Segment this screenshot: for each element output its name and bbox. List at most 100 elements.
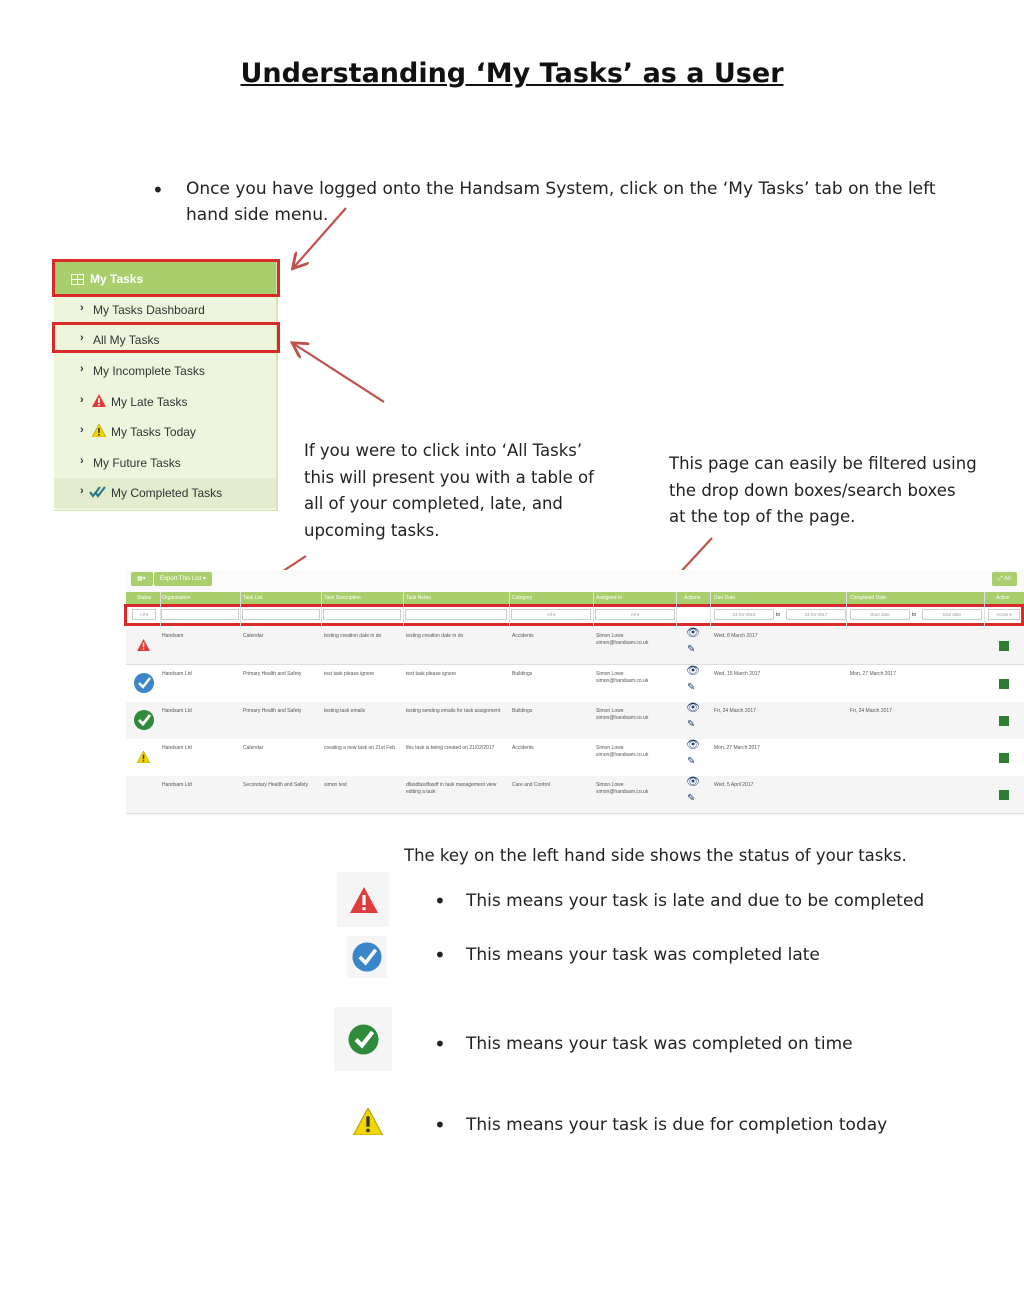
edit-pencil-icon[interactable]: ✎ [687, 644, 696, 655]
edit-pencil-icon[interactable]: ✎ [687, 719, 696, 730]
category-cell: Accidents [512, 745, 534, 751]
bullet-dot: • [434, 943, 446, 967]
edit-pencil-icon[interactable]: ✎ [687, 682, 696, 693]
list-cell: Primary Health and Safety [243, 708, 302, 714]
bullet-dot: • [434, 889, 446, 913]
export-list-button[interactable]: Export This List ▾ [154, 572, 212, 586]
filter-value: All [139, 612, 145, 617]
date-range-to-label: to [776, 612, 781, 618]
chevron-right-icon: › [80, 394, 84, 406]
active-indicator[interactable] [999, 716, 1009, 726]
note-line: upcoming tasks. [304, 520, 440, 540]
sidebar-item-my-incomplete-tasks[interactable]: › My Incomplete Tasks [54, 356, 276, 386]
sidebar-item-all-my-tasks[interactable]: › All My Tasks [54, 325, 276, 355]
desc-cell: simon test [324, 782, 347, 788]
desc-cell: test task please ignore [324, 671, 375, 677]
warning-red-icon [92, 394, 106, 407]
edit-pencil-icon[interactable]: ✎ [687, 793, 696, 804]
table-row[interactable]: Handsam Ltd Calendar creating a new task… [126, 739, 1024, 777]
task-notes-filter-input[interactable] [405, 609, 507, 620]
sidebar-item-my-tasks-today[interactable]: › My Tasks Today [54, 417, 276, 447]
filter-value: Active [996, 612, 1009, 617]
org-cell: Handsam Ltd [162, 782, 192, 788]
sidebar-menu [54, 260, 278, 511]
note-all-tasks: If you were to click into ‘All Tasks’ th… [304, 438, 604, 544]
due-date-to-input[interactable]: 31-03-2017 [786, 609, 846, 620]
highlight-all-my-tasks [52, 322, 280, 353]
sidebar-item-my-future-tasks[interactable]: › My Future Tasks [54, 448, 276, 478]
column-header: Task Notes [406, 595, 431, 601]
desc-cell: testing creation date in do [324, 633, 382, 639]
intro-bullet-line1: Once you have logged onto the Handsam Sy… [186, 179, 936, 199]
bullet-dot: • [434, 1032, 446, 1056]
blue-check-icon [134, 673, 154, 693]
table-icon [71, 274, 84, 285]
category-filter-select[interactable]: All ▾ [511, 609, 591, 620]
key-icon-box [334, 1007, 392, 1071]
table-row[interactable]: Handsam Ltd Primary Health and Safety te… [126, 665, 1024, 703]
assigned-filter-select[interactable]: All ▾ [595, 609, 675, 620]
column-header: Assigned to [596, 595, 623, 601]
expand-all-button[interactable]: ⤢ All [992, 572, 1017, 586]
assigned-cell: Simon Lowe [596, 671, 624, 677]
email-cell: simon@handsam.co.uk [596, 752, 649, 758]
sidebar-item-my-completed-tasks[interactable]: › My Completed Tasks [54, 478, 276, 508]
key-text-late: This means your task is late and due to … [466, 891, 925, 911]
view-menu-button[interactable]: ▦▾ [131, 572, 153, 586]
notes-cell: test task please ignore [406, 671, 457, 677]
assigned-cell: Simon Lowe [596, 782, 624, 788]
list-cell: Calendar [243, 745, 264, 751]
completed-date-to-input[interactable]: End date [922, 609, 982, 620]
active-filter-select[interactable]: Active ▾ [988, 609, 1020, 620]
view-eye-icon[interactable]: 👁 [686, 702, 700, 714]
category-cell: Buildings [512, 671, 533, 677]
export-list-label: Export This List [160, 576, 202, 582]
sidebar-item-label: All My Tasks [93, 333, 160, 347]
table-row[interactable]: Handsam Ltd Primary Health and Safety te… [126, 702, 1024, 740]
task-list-filter-input[interactable] [242, 609, 320, 620]
view-eye-icon[interactable]: 👁 [686, 739, 700, 751]
table-row[interactable]: Handsam Ltd Secondary Health and Safety … [126, 776, 1024, 814]
chevron-right-icon: › [80, 302, 84, 314]
column-header: Completed Date [850, 595, 887, 601]
task-description-filter-input[interactable] [323, 609, 401, 620]
note-line: This page can easily be filtered using [669, 454, 977, 473]
completed-date-from-input[interactable]: Start date [850, 609, 910, 620]
note-filter: This page can easily be filtered using t… [669, 451, 1009, 531]
notes-cell: dfasdfasdfasdf in task management view e… [406, 782, 497, 795]
desc-cell: testing task emails [324, 708, 366, 714]
column-header: Due Date [714, 595, 736, 601]
active-indicator[interactable] [999, 753, 1009, 763]
view-eye-icon[interactable]: 👁 [686, 627, 700, 639]
edit-pencil-icon[interactable]: ✎ [687, 756, 696, 767]
column-header: Category [512, 595, 533, 601]
desc-cell: creating a new task on 21st Feb [324, 745, 395, 751]
organisation-filter-input[interactable] [161, 609, 239, 620]
due-date-from-input[interactable]: 01-03-2016 [714, 609, 774, 620]
page-title: Understanding ‘My Tasks’ as a User [240, 58, 784, 89]
table-row[interactable]: Handsam Calendar testing creation date i… [126, 627, 1024, 665]
chevron-right-icon: › [80, 363, 84, 375]
sidebar-item-my-late-tasks[interactable]: › My Late Tasks [54, 387, 276, 417]
sidebar-item-my-tasks-dashboard[interactable]: › My Tasks Dashboard [54, 295, 276, 325]
warning-red-icon [350, 887, 378, 913]
sidebar-header-label: My Tasks [90, 272, 144, 286]
sidebar-item-label: My Late Tasks [111, 395, 188, 409]
warning-red-icon [137, 639, 150, 651]
view-eye-icon[interactable]: 👁 [686, 776, 700, 788]
org-cell: Handsam Ltd [162, 708, 192, 714]
sidebar-header-my-tasks[interactable]: My Tasks [54, 262, 276, 295]
note-line: all of your completed, late, and [304, 494, 563, 513]
filter-row: All ▾ All ▾ All ▾ 01-03-2016 to 31-03-20… [126, 604, 1024, 625]
active-indicator[interactable] [999, 641, 1009, 651]
column-header: Active [996, 595, 1010, 601]
green-check-icon [348, 1024, 379, 1055]
column-header: Task Description [324, 595, 361, 601]
email-cell: simon@handsam.co.uk [596, 640, 649, 646]
sidebar-item-label: My Completed Tasks [111, 486, 223, 500]
active-indicator[interactable] [999, 679, 1009, 689]
active-indicator[interactable] [999, 790, 1009, 800]
double-check-icon [89, 486, 106, 498]
status-filter-select[interactable]: All ▾ [132, 609, 156, 620]
view-eye-icon[interactable]: 👁 [686, 665, 700, 677]
